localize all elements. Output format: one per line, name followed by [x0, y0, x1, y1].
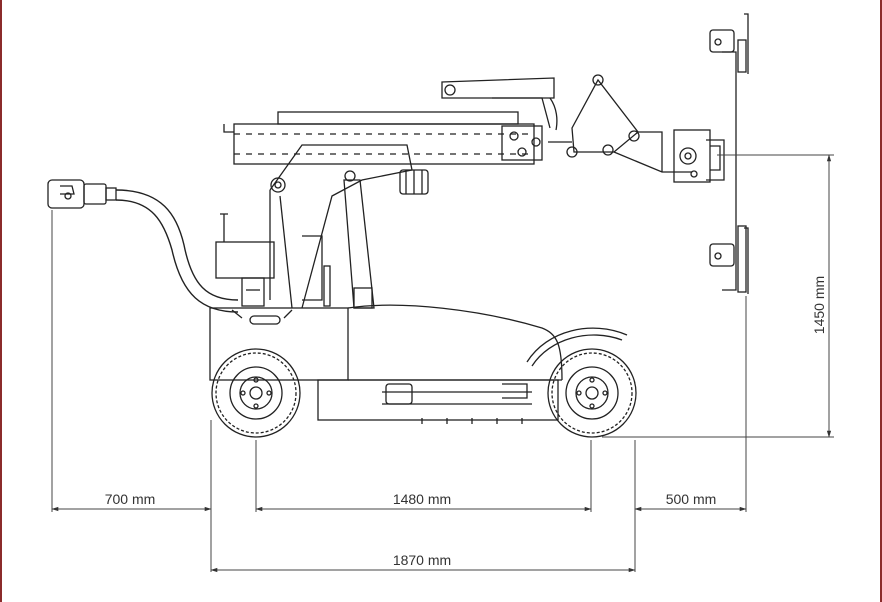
lift-cylinder [343, 179, 375, 309]
dimension-lines [51, 154, 834, 573]
control-hose [115, 189, 239, 301]
dim-wheelbase: 1480 mm [393, 491, 451, 507]
dim-overall-length: 1870 mm [393, 552, 451, 568]
control-box [215, 241, 275, 279]
front-wheel [547, 348, 637, 438]
rear-housing [209, 307, 349, 381]
remote-handle [47, 179, 117, 209]
suction-cup-bottom [709, 243, 735, 267]
suction-cup-top [709, 29, 735, 53]
front-fender [526, 327, 628, 363]
articulation-linkage [571, 78, 639, 153]
front-hood [347, 304, 563, 381]
dim-height: 1450 mm [811, 276, 827, 334]
boom [233, 123, 535, 165]
mast [269, 144, 413, 309]
rear-wheel [211, 348, 301, 438]
upper-link [441, 77, 555, 99]
lower-frame [317, 379, 559, 421]
dim-rear-overhang: 700 mm [105, 491, 156, 507]
dim-front-overhang: 500 mm [666, 491, 717, 507]
rotator-unit [673, 129, 711, 183]
machine-body [47, 13, 749, 438]
